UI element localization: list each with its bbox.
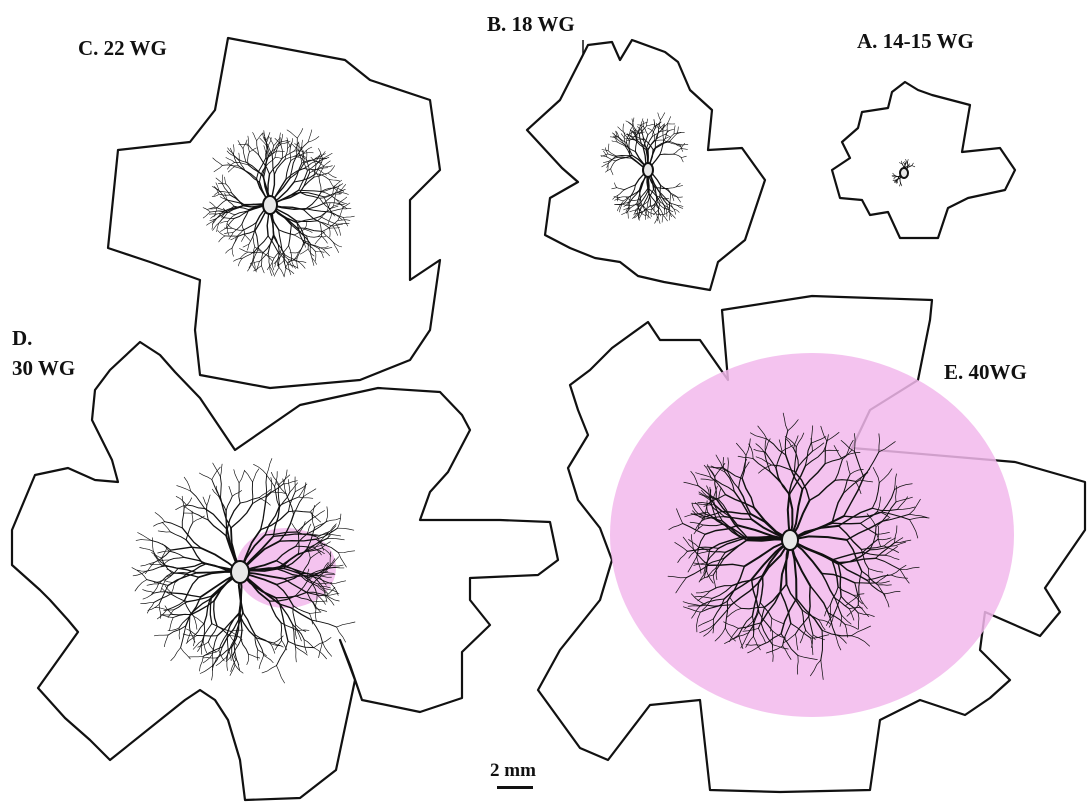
scale-bar-label: 2 mm [490, 760, 536, 782]
retina-d-30wg [12, 342, 558, 800]
optic-disc-b [643, 163, 653, 177]
optic-disc-d [231, 561, 249, 583]
optic-disc-a [900, 168, 908, 178]
panel-label-d-age: 30 WG [12, 356, 75, 381]
retina-a-outline [832, 82, 1015, 238]
vascular-zone-e [610, 353, 1014, 717]
panel-label-b: B. 18 WG [487, 12, 575, 37]
retina-a-14-15wg [832, 82, 1015, 238]
panel-label-c: C. 22 WG [78, 36, 167, 61]
retina-c-22wg [108, 38, 440, 388]
optic-disc-c [263, 196, 277, 214]
scale-bar [497, 786, 533, 789]
panel-label-e: E. 40WG [944, 360, 1027, 385]
panel-label-d-letter: D. [12, 326, 32, 351]
optic-disc-e [782, 530, 798, 550]
retina-b-18wg [527, 40, 765, 290]
panel-label-a: A. 14-15 WG [857, 29, 974, 54]
